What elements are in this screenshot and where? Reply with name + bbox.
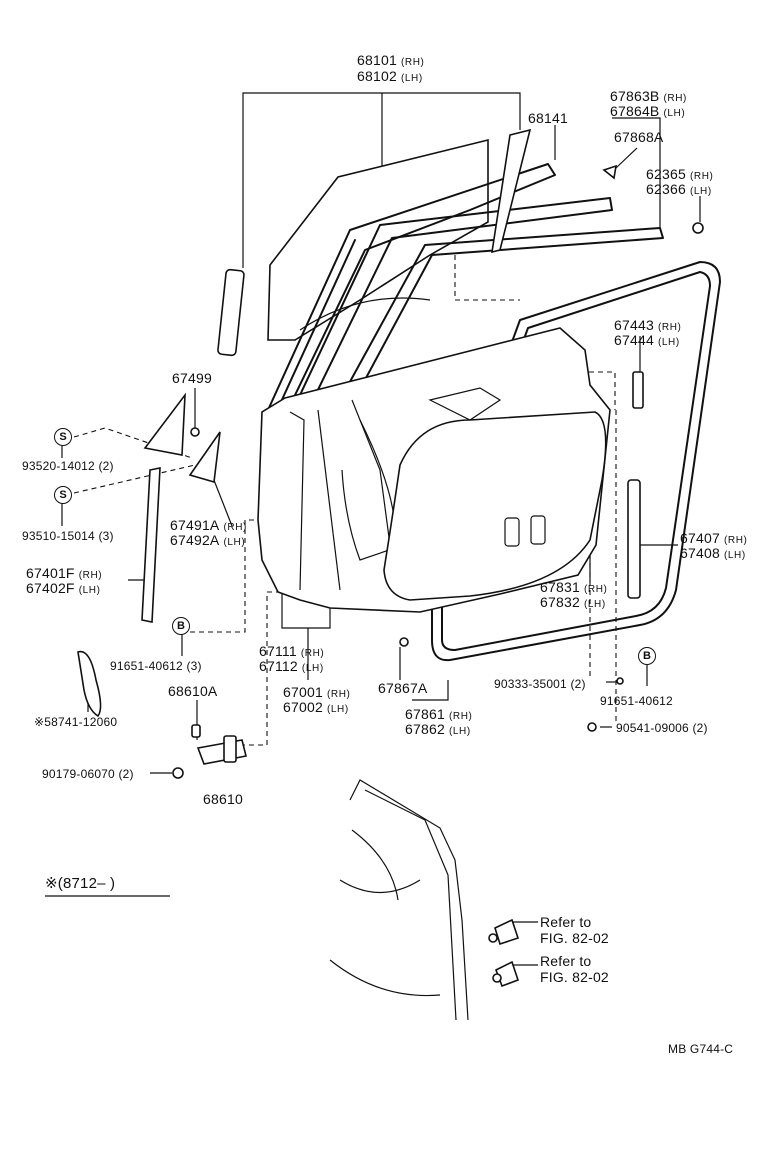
- label-67112: 67112(LH): [259, 658, 324, 674]
- door-hinge-assembly: [191, 724, 247, 765]
- division-bar-run: [299, 197, 613, 403]
- label-67002: 67002(LH): [283, 699, 349, 715]
- label-67402F: 67402F(LH): [26, 580, 101, 596]
- marker-s-1: S: [54, 428, 72, 446]
- marker-b-1: B: [172, 617, 190, 635]
- refer-label-2: Refer to: [540, 953, 592, 969]
- outer-belt-moulding: [217, 268, 245, 357]
- label-58741-12060: ※58741-12060: [34, 715, 118, 729]
- glass-run-channel: [267, 163, 556, 421]
- label-67863B: 67863B(RH): [610, 88, 687, 104]
- label-67401F: 67401F(RH): [26, 565, 103, 581]
- label-90179-06070: 90179-06070 (2): [42, 767, 134, 781]
- label-67444: 67444(LH): [614, 332, 680, 348]
- label-67868A: 67868A: [614, 129, 664, 145]
- door-stopper: [627, 479, 641, 599]
- refer-label-1: Refer to: [540, 914, 592, 930]
- door-glass: [267, 138, 489, 341]
- label-67832: 67832(LH): [540, 594, 606, 610]
- refer-fig-2: FIG. 82-02: [540, 969, 609, 985]
- label-68102: 68102(LH): [357, 68, 423, 84]
- label-67443: 67443(RH): [614, 317, 682, 333]
- refer-fig-1: FIG. 82-02: [540, 930, 609, 946]
- label-67408: 67408(LH): [680, 545, 746, 561]
- label-91651-40612: 91651-40612: [600, 694, 673, 708]
- label-67831: 67831(RH): [540, 579, 608, 595]
- label-62366: 62366(LH): [646, 181, 712, 197]
- quarter-glass: [143, 392, 186, 456]
- quarter-seal: [188, 431, 221, 484]
- label-93510-15014: 93510-15014 (3): [22, 529, 114, 543]
- label-67001: 67001(RH): [283, 684, 351, 700]
- label-67407: 67407(RH): [680, 530, 748, 546]
- label-67499: 67499: [172, 370, 212, 386]
- label-68141: 68141: [528, 110, 568, 126]
- label-67862: 67862(LH): [405, 721, 471, 737]
- front-lower-frame: [141, 467, 161, 623]
- label-93520-14012: 93520-14012 (2): [22, 459, 114, 473]
- label-68101: 68101(RH): [357, 52, 425, 68]
- service-hole-cover: [383, 411, 607, 601]
- label-67111: 67111(RH): [259, 643, 325, 659]
- upper-stopper: [632, 371, 644, 409]
- label-90541-09006: 90541-09006 (2): [616, 721, 708, 735]
- label-62365: 62365(RH): [646, 166, 714, 182]
- label-67864B: 67864B(LH): [610, 103, 686, 119]
- door-opening-trim: [431, 261, 721, 662]
- label-91651-40612-3: 91651-40612 (3): [110, 659, 202, 673]
- label-67867A: 67867A: [378, 680, 428, 696]
- label-67491A: 67491A(RH): [170, 517, 247, 533]
- serial-note: ※(8712– ): [45, 875, 116, 892]
- marker-b-2: B: [638, 647, 656, 665]
- label-68610A: 68610A: [168, 683, 218, 699]
- division-bar: [491, 128, 532, 254]
- diagram-code: MB G744-C: [668, 1042, 734, 1056]
- marker-s-2: S: [54, 486, 72, 504]
- label-67492A: 67492A(LH): [170, 532, 246, 548]
- leader-lines: [45, 92, 701, 966]
- body-pillar-inset: [329, 779, 520, 1021]
- weather-seal-strip: [77, 650, 102, 718]
- label-90333-35001: 90333-35001 (2): [494, 677, 586, 691]
- label-67861: 67861(RH): [405, 706, 473, 722]
- label-68610: 68610: [203, 791, 243, 807]
